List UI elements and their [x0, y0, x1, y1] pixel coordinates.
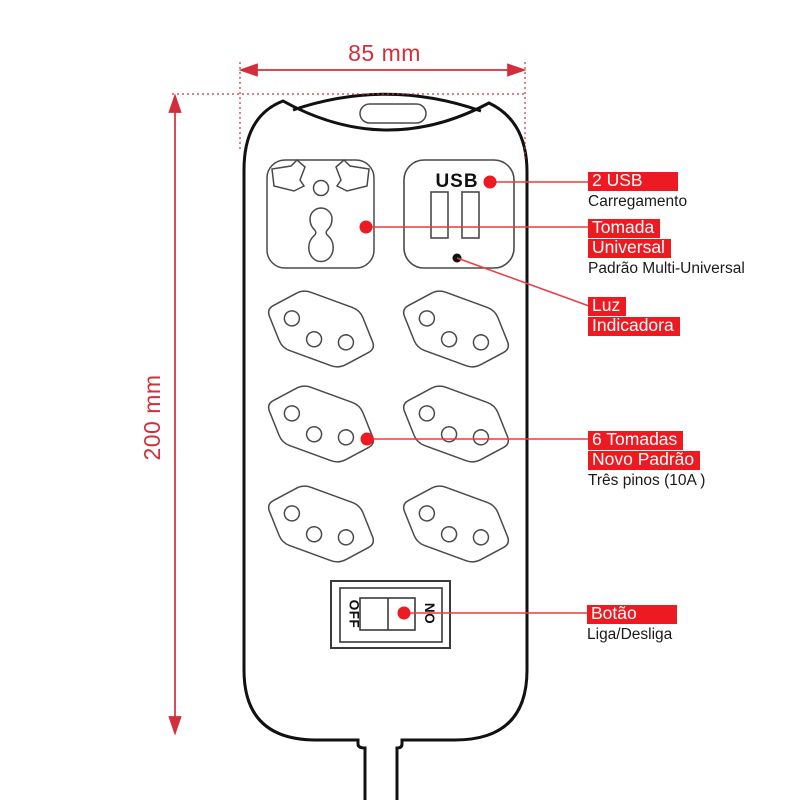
outlet: [402, 485, 510, 563]
outlet: [267, 290, 375, 368]
callout-light-title-1: Luz: [588, 296, 627, 316]
callout-line-light: [456, 257, 590, 307]
dimension-lines: [168, 62, 527, 736]
outlet: [402, 290, 510, 368]
callout-dot-outlets: [360, 432, 374, 446]
callout-usb: 2 USB Carregamento: [588, 171, 688, 210]
arrowhead-right: [507, 63, 527, 77]
callout-switch-title: Botão: [587, 604, 677, 624]
universal-slot-keyhole: [308, 207, 334, 263]
usb-port-right: [461, 191, 480, 239]
usb-module-face: [403, 159, 515, 269]
callout-dot-switch: [397, 606, 411, 620]
power-switch: OFF ON: [330, 580, 451, 649]
universal-socket-face: [266, 159, 375, 269]
switch-bezel: [330, 580, 451, 649]
height-dimension-label: 200 mm: [139, 374, 165, 461]
callout-usb-title: 2 USB: [588, 171, 678, 191]
callout-usb-subtitle: Carregamento: [588, 193, 688, 210]
universal-slot-right: [335, 158, 370, 192]
callout-universal-subtitle: Padrão Multi-Universal: [588, 260, 745, 277]
callout-switch: Botão Liga/Desliga: [587, 604, 677, 643]
arrowhead-up: [168, 93, 182, 113]
callout-dot-usb: [483, 175, 497, 189]
universal-slot-left: [271, 158, 306, 192]
callout-universal: Tomada Universal Padrão Multi-Universal: [588, 218, 745, 277]
callout-outlets-title-2: Novo Padrão: [588, 450, 701, 470]
body-outline: [242, 99, 529, 800]
callout-dots: [359, 175, 497, 620]
usb-port-left: [430, 191, 449, 239]
callout-lines: [366, 181, 590, 614]
outlet: [267, 385, 375, 463]
usb-title: USB: [435, 171, 478, 192]
arrowhead-left: [238, 63, 258, 77]
callout-outlets: 6 Tomadas Novo Padrão Três pinos (10A ): [588, 430, 706, 489]
outlet-grid: [267, 290, 510, 563]
switch-frame: [339, 587, 443, 643]
callout-dot-universal: [359, 220, 373, 234]
switch-off-label: OFF: [346, 600, 361, 629]
callout-outlets-title-1: 6 Tomadas: [588, 430, 684, 450]
callout-outlets-subtitle: Três pinos (10A ): [588, 472, 706, 489]
width-dimension-label: 85 mm: [348, 40, 421, 66]
universal-socket: [266, 158, 375, 269]
callout-light-title-2: Indicadora: [588, 316, 680, 336]
outlet: [267, 485, 375, 563]
outlet: [402, 385, 510, 463]
callout-switch-subtitle: Liga/Desliga: [587, 626, 673, 643]
hanging-hole: [359, 103, 427, 124]
callout-universal-title-2: Universal: [588, 238, 671, 258]
arrowhead-down: [168, 716, 182, 736]
callout-universal-title-1: Tomada: [588, 218, 661, 238]
power-strip-body: [242, 92, 529, 800]
universal-slot-round: [312, 179, 330, 197]
callout-indicator-light: Luz Indicadora: [588, 296, 680, 337]
